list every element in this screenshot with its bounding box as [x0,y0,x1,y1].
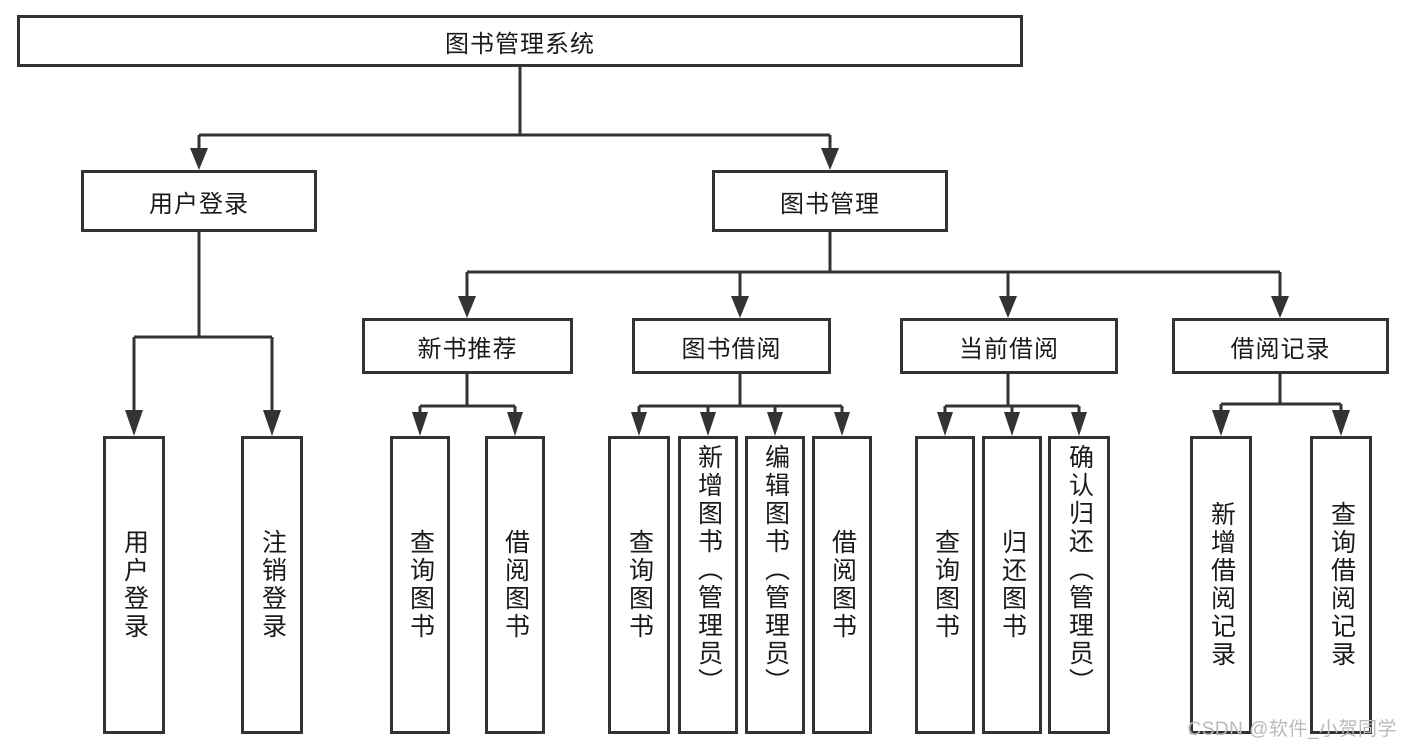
arrow-head-new-book-rec [458,296,476,318]
watermark-text: CSDN @软件_小贺同学 [1187,719,1397,740]
node-box-new-book-rec[interactable] [362,318,573,374]
arrow-head-cb-leaf-3 [1071,412,1087,436]
arrow-head-leaf-logout [263,410,281,436]
arrow-head-book-borrow [731,296,749,318]
arrow-head-cb-leaf-2 [1004,412,1020,436]
node-box-borrow-record[interactable] [1172,318,1389,374]
leaf-box-edit-book-admin[interactable] [745,436,805,734]
leaf-box-return-book[interactable] [982,436,1042,734]
leaf-box-borrow-book-bb[interactable] [812,436,872,734]
node-box-current-borrow[interactable] [900,318,1118,374]
arrow-head-bb-leaf-4 [834,412,850,436]
arrow-head-leaf-user-login [125,410,143,436]
leaf-box-confirm-return-admin[interactable] [1048,436,1110,734]
arrow-head-bb-leaf-2 [700,412,716,436]
arrow-head-br-leaf-1 [1212,410,1230,436]
arrow-head-current-borrow [999,296,1017,318]
arrow-head-borrow-record [1271,296,1289,318]
node-box-root[interactable] [17,15,1023,67]
arrow-head-bb-leaf-3 [767,412,783,436]
arrow-head-cb-leaf-1 [937,412,953,436]
node-box-book-manage[interactable] [712,170,948,232]
leaf-box-query-book-nbr[interactable] [390,436,450,734]
leaf-box-query-borrow-record[interactable] [1310,436,1372,734]
arrow-head-book-manage [821,148,839,170]
leaf-box-add-book-admin[interactable] [678,436,738,734]
arrow-head-br-leaf-2 [1332,410,1350,436]
node-box-user-login[interactable] [81,170,317,232]
arrow-head-nbr-leaf-1 [412,412,428,436]
leaf-box-query-book-bb[interactable] [608,436,670,734]
leaf-box-logout[interactable] [241,436,303,734]
leaf-box-add-borrow-record[interactable] [1190,436,1252,734]
arrow-head-nbr-leaf-2 [507,412,523,436]
leaf-box-user-login[interactable] [103,436,165,734]
arrow-head-user-login [190,148,208,170]
leaf-box-borrow-book-nbr[interactable] [485,436,545,734]
arrow-head-bb-leaf-1 [631,412,647,436]
leaf-box-query-book-cb[interactable] [915,436,975,734]
node-box-book-borrow[interactable] [632,318,831,374]
